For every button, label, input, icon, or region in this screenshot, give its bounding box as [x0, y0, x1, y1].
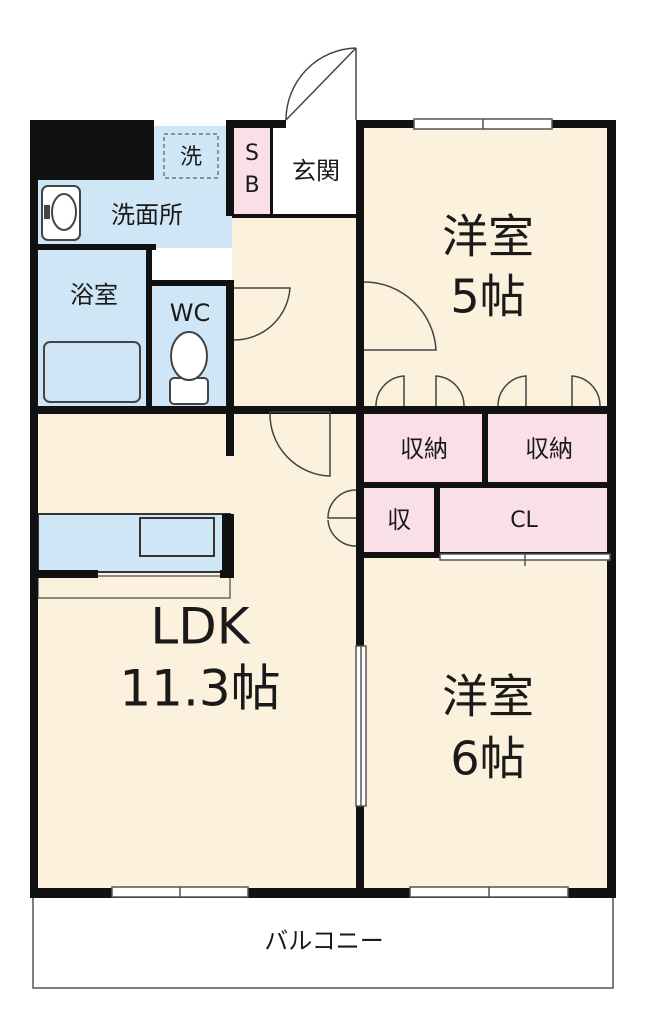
closet-label: CL	[510, 508, 538, 533]
ldk-size: 11.3帖	[119, 660, 280, 718]
washer-label: 洗	[180, 145, 202, 170]
ldk-name: LDK	[150, 598, 250, 656]
entrance-floor	[272, 126, 360, 214]
kitchen-counter	[37, 513, 231, 573]
western-room-6-floor	[364, 556, 611, 890]
western-room-6-size: 6帖	[450, 732, 525, 786]
balcony-area	[32, 895, 614, 989]
kitchen-sink	[139, 517, 215, 557]
shoe-box-label-b: B	[244, 173, 259, 198]
entrance-label: 玄関	[292, 157, 340, 185]
wash-basin	[41, 185, 81, 241]
toilet	[169, 331, 209, 405]
walls	[30, 120, 616, 898]
western-room-6-name: 洋室	[442, 670, 534, 724]
storage-left-floor	[364, 414, 482, 482]
ldk-floor	[38, 412, 360, 892]
washroom-label: 洗面所	[111, 201, 183, 229]
bathroom-label: 浴室	[70, 281, 118, 309]
western-room-5-floor	[364, 126, 611, 410]
wc-label: WC	[170, 299, 211, 327]
western-room-5-size: 5帖	[450, 270, 525, 324]
door-swings	[233, 47, 601, 547]
shoe-box-floor	[234, 126, 270, 214]
storage-left-label: 収納	[400, 435, 448, 463]
storage-small-floor	[364, 488, 434, 552]
western-room-5-name: 洋室	[442, 210, 534, 264]
storage-right-label: 収納	[525, 435, 573, 463]
balcony-label: バルコニー	[264, 927, 384, 955]
shoe-box-label-s: S	[245, 141, 259, 166]
hallway-floor	[232, 216, 360, 412]
bathtub	[43, 341, 141, 403]
washer-floor	[153, 126, 232, 182]
storage-small-label: 収	[387, 506, 411, 534]
storage-right-floor	[488, 414, 611, 482]
windows	[111, 118, 611, 898]
closet-floor	[440, 488, 611, 552]
